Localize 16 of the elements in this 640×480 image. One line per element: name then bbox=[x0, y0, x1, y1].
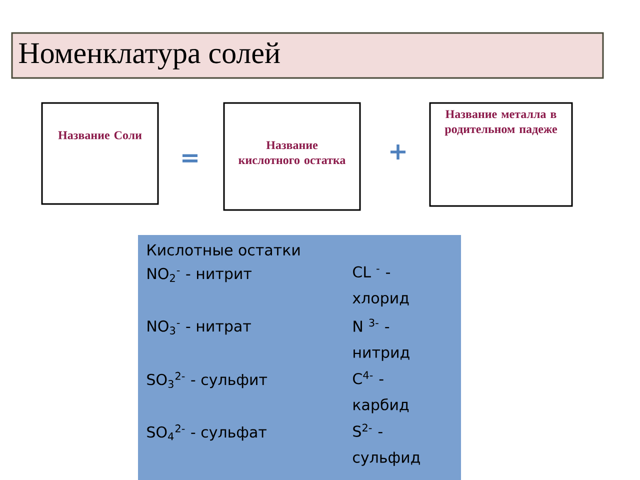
list-item: CL $^{-}$ - хлорид bbox=[352, 266, 409, 306]
list-item: C$^{4-}$ - карбид bbox=[353, 371, 409, 414]
list-item: N $^{3-}$ - нитрид bbox=[354, 318, 410, 361]
list-item: NO$_{3}$$^{-}$ - нитрат bbox=[148, 320, 251, 335]
list-item: SO$_{4}$$^{2-}$ - сульфат bbox=[147, 424, 266, 441]
operator-sign: = bbox=[182, 154, 198, 162]
panel-heading: Кислотные остатки bbox=[148, 244, 300, 256]
list-item: S$^{2-}$ - сульфид bbox=[353, 424, 420, 466]
text-box: Название металла в родительном падеже bbox=[429, 102, 573, 207]
text-box: Название кислотного остатка bbox=[223, 102, 361, 211]
operator-sign: + bbox=[390, 144, 406, 160]
list-item: NO$_{2}$$^{-}$ - нитрит bbox=[148, 268, 252, 282]
list-item: SO$_{3}$$^{2-}$ - сульфит bbox=[147, 372, 268, 388]
title-box: Номенклатура солей bbox=[11, 32, 604, 79]
info-panel bbox=[138, 235, 461, 480]
text-box: Название Соли bbox=[41, 102, 159, 205]
